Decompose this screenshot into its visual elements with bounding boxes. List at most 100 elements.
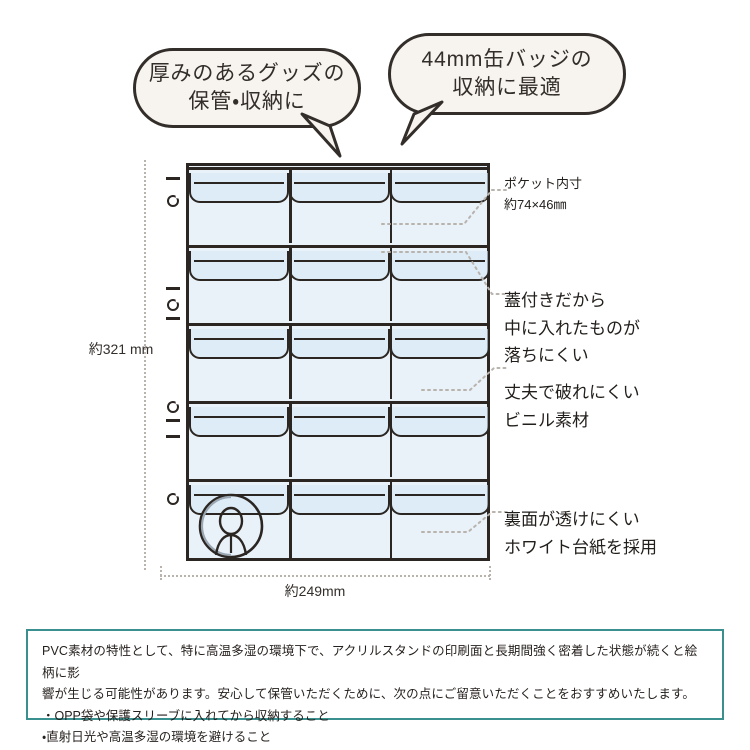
dimension-width-label: 約249mm (284, 583, 346, 599)
pocket-r5c2 (289, 481, 390, 560)
binder-slot-3 (166, 317, 180, 320)
pocket-divider-1 (289, 323, 292, 399)
pocket-r3c2 (289, 325, 390, 401)
callout-1-line-2: 約74×46㎜ (504, 197, 567, 213)
disclaimer-box: PVC素材の特性として、特に高温多湿の環境下で、アクリルスタンドの印刷面と長期間… (26, 629, 724, 744)
pocket-divider-2 (389, 323, 393, 399)
leader-line-lid-feature (381, 251, 509, 295)
binder-margin-rule (186, 163, 189, 561)
disclaimer-bullet-1: ・OPP袋や保護スリーブに入れてから収納すること (42, 708, 330, 723)
pocket-lid (289, 407, 390, 437)
speech-bubble-tail-left (300, 112, 342, 158)
sheet-edge-top (160, 163, 490, 166)
pocket-r2c1 (189, 247, 290, 323)
bubble1-line1: 厚みのあるグッズの (148, 61, 346, 85)
pocket-r2c3 (389, 247, 490, 323)
disclaimer-paragraph-line-1: PVC素材の特性として、特に高温多湿の環境下で、アクリルスタンドの印刷面と長期間… (42, 644, 698, 680)
pocket-lid-fold-line (394, 338, 485, 341)
pocket-divider-2 (389, 401, 393, 477)
pocket-divider-2 (389, 167, 393, 243)
pocket-r4c3 (389, 403, 490, 479)
binder-hole-2 (167, 299, 179, 311)
dimension-height-unit: mm (129, 341, 154, 357)
pocket-lid (289, 485, 390, 515)
callout-durable-vinyl: 丈夫で破れにくい ビニル素材 (504, 379, 640, 434)
bubble2-line1: 44mm缶バッジの (421, 47, 593, 71)
row-1-top-rule (189, 167, 490, 170)
pocket-lid-fold-line (194, 338, 285, 341)
pocket-sheet-diagram (160, 163, 490, 561)
sheet-edge-right (487, 163, 490, 561)
can-badge-illustration (198, 493, 264, 559)
callout-3-line-1: 丈夫で破れにくい (504, 383, 640, 402)
binder-slot-4 (166, 419, 180, 422)
guide-line-left-vertical (144, 160, 146, 570)
speech-bubble-thickness-storage: 厚みのあるグッズの 保管・収納に (133, 48, 361, 128)
callout-2-line-2: 中に入れたものが (504, 318, 640, 338)
row-4-top-rule (189, 401, 490, 404)
pocket-lid-fold-line (294, 338, 385, 341)
callout-3-line-2: ビニル素材 (504, 410, 589, 430)
pocket-lid-fold-line (194, 416, 285, 419)
pocket-lid-fold-line (294, 182, 385, 185)
pocket-r4c2 (289, 403, 390, 479)
pocket-lid-fold-line (394, 494, 485, 497)
pocket-lid-fold-line (394, 260, 485, 263)
pocket-divider-2 (389, 479, 393, 558)
dimension-height-value: 約321 (88, 341, 127, 357)
row-2-top-rule (189, 245, 490, 248)
pocket-lid (189, 329, 290, 359)
pocket-row-4 (189, 401, 490, 477)
binder-slot-1 (166, 177, 180, 180)
pocket-lid (389, 329, 490, 359)
pocket-lid-fold-line (194, 260, 285, 263)
guide-tick-bottom-right (489, 566, 491, 580)
pocket-lid (189, 173, 290, 203)
binder-hole-4 (167, 493, 179, 505)
pocket-r3c1 (189, 325, 290, 401)
leader-line-durable-vinyl (421, 367, 509, 391)
pocket-row-1 (189, 167, 490, 243)
pocket-r1c3 (389, 169, 490, 245)
dimension-height-label: 約321 mm (88, 341, 154, 358)
callout-2-line-3: 落ちにくい (504, 346, 589, 366)
pocket-lid-fold-line (394, 416, 485, 419)
pocket-r1c1 (189, 169, 290, 245)
pocket-r2c2 (289, 247, 390, 323)
binder-hole-3 (167, 401, 179, 413)
speech-bubble-can-badge: 44mm缶バッジの 収納に最適 (388, 33, 626, 115)
pocket-lid-fold-line (194, 182, 285, 185)
pocket-r4c1 (189, 403, 290, 479)
pocket-r3c3 (389, 325, 490, 401)
pocket-lid (389, 407, 490, 437)
pocket-lid (389, 251, 490, 281)
bubble2-line2: 収納に最適 (452, 76, 562, 99)
pocket-lid (289, 251, 390, 281)
callout-pocket-inner-size: ポケット内寸 約74×46㎜ (504, 173, 582, 216)
binder-hole-1 (167, 195, 179, 207)
row-3-top-rule (189, 323, 490, 326)
pocket-r5c3 (389, 481, 490, 560)
callout-4-line-1: 裏面が透けにくい (504, 510, 640, 529)
disclaimer-bullet-2: ・直射日光や高温多湿の環境を避けること (42, 730, 272, 744)
pocket-lid (189, 251, 290, 281)
pocket-lid (389, 485, 490, 515)
guide-tick-bottom-left (160, 566, 162, 580)
callout-lid-feature: 蓋付きだから 中に入れたものが 落ちにくい (504, 287, 640, 370)
speech-bubble-tail-right (400, 100, 444, 146)
disclaimer-paragraph-line-2: 響が生じる可能性があります。安心して保管いただくために、次の点にご留意いただくこ… (42, 687, 696, 701)
pocket-row-3 (189, 323, 490, 399)
pocket-lid-fold-line (394, 182, 485, 185)
pocket-lid (289, 173, 390, 203)
callout-4-line-2: ホワイト台紙を採用 (504, 537, 657, 557)
binder-slot-5 (166, 435, 180, 438)
row-5-top-rule (189, 479, 490, 482)
leader-line-pocket-size (381, 189, 509, 225)
pocket-divider-1 (289, 245, 292, 321)
pocket-lid-fold-line (294, 416, 385, 419)
pocket-lid (389, 173, 490, 203)
pocket-divider-1 (289, 401, 292, 477)
pocket-row-5 (189, 479, 490, 558)
binder-slot-2 (166, 287, 180, 290)
